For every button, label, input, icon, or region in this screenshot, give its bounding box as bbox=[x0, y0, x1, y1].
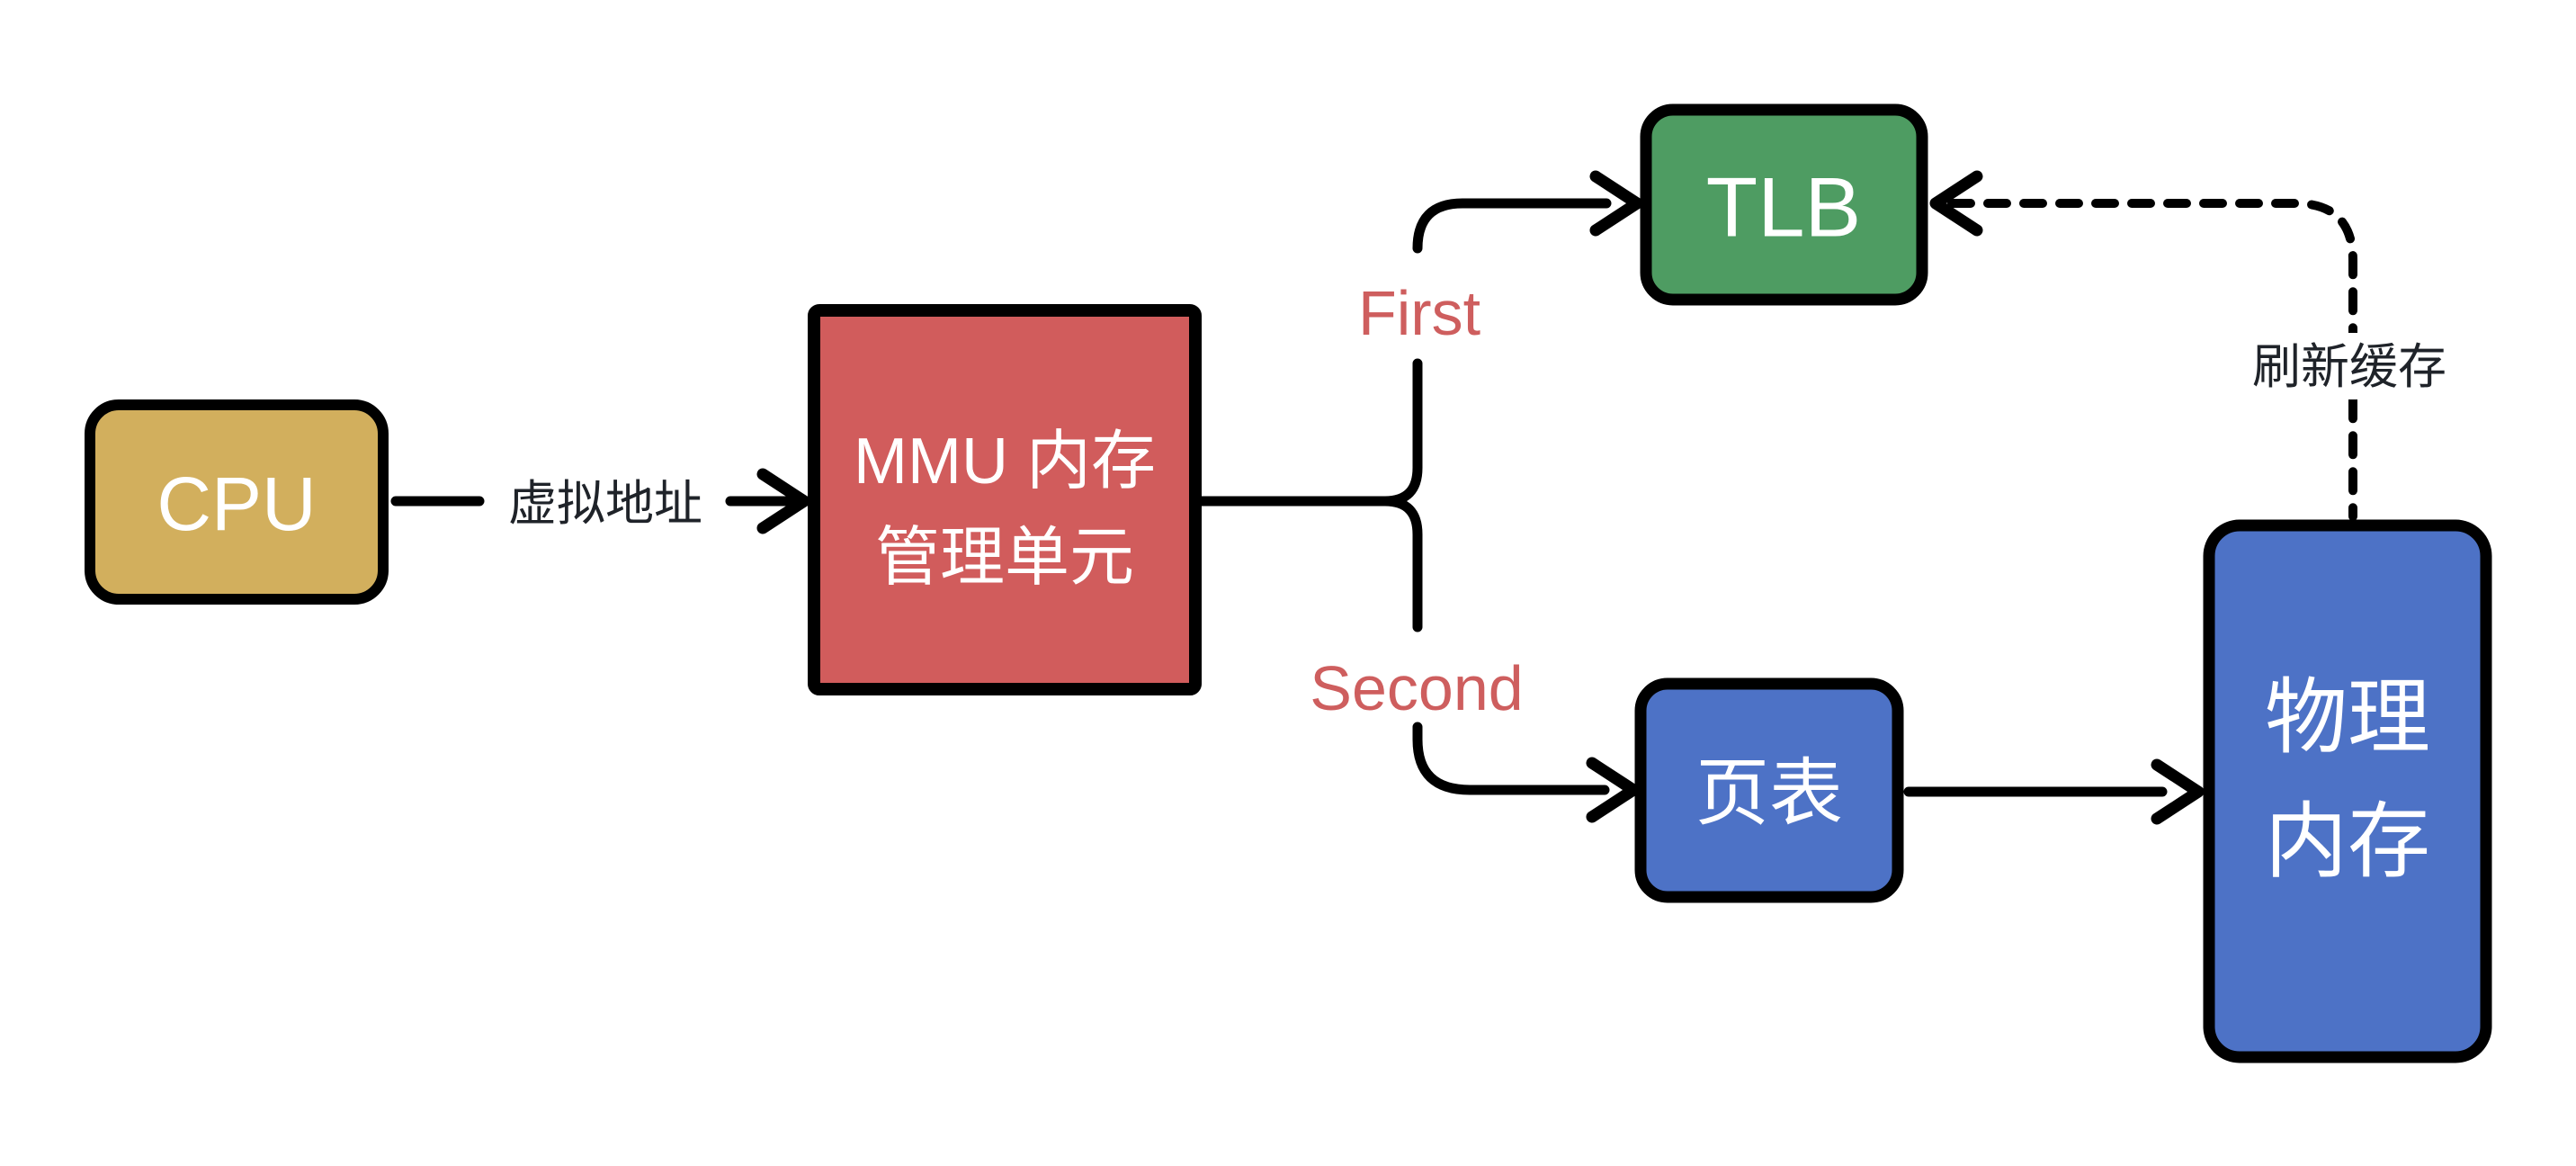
mmu-node-label-line2: 管理单元 bbox=[875, 522, 1134, 594]
cpu-node-label: CPU bbox=[157, 462, 316, 546]
arrowhead-into-physmem bbox=[2151, 758, 2205, 825]
flush-cache-label: 刷新缓存 bbox=[2252, 340, 2446, 394]
physical-memory-node: 物理 内存 bbox=[2203, 519, 2492, 1063]
physical-memory-node-box bbox=[2203, 519, 2492, 1063]
edge-fork-down-line bbox=[1380, 496, 1423, 632]
virtual-address-label: 虚拟地址 bbox=[508, 477, 702, 531]
physical-memory-node-label-line1: 物理 bbox=[2265, 672, 2430, 764]
page-table-node-label: 页表 bbox=[1695, 753, 1843, 835]
page-table-node-box bbox=[1634, 677, 1904, 903]
mmu-node: MMU 内存 管理单元 bbox=[808, 304, 1202, 695]
edge-fork-up-line bbox=[1380, 358, 1423, 507]
cpu-node-box bbox=[85, 399, 389, 605]
arrowhead-into-mmu bbox=[756, 468, 810, 534]
arrowhead-into-pagetable bbox=[1586, 757, 1640, 823]
edge-physmem-to-tlb-dashed-line bbox=[1947, 199, 2357, 521]
first-label: First bbox=[1358, 278, 1480, 348]
arrowhead-dashed-into-tlb bbox=[1929, 170, 1983, 237]
arrowhead-into-tlb bbox=[1589, 170, 1643, 237]
mmu-node-label-line1: MMU 内存 bbox=[854, 426, 1156, 498]
edge-first-to-tlb-line bbox=[1412, 198, 1612, 254]
flush-cache-label-backdrop bbox=[2241, 333, 2457, 399]
edge-second-to-pagetable-line bbox=[1412, 722, 1610, 795]
tlb-node-box bbox=[1640, 103, 1928, 306]
physical-memory-node-label-line2: 内存 bbox=[2265, 796, 2430, 888]
cpu-node: CPU bbox=[85, 399, 389, 605]
tlb-node-label: TLB bbox=[1706, 160, 1861, 255]
tlb-node: TLB bbox=[1640, 103, 1928, 306]
second-label: Second bbox=[1310, 653, 1523, 723]
mmu-node-box bbox=[808, 304, 1202, 695]
page-table-node: 页表 bbox=[1634, 677, 1904, 903]
